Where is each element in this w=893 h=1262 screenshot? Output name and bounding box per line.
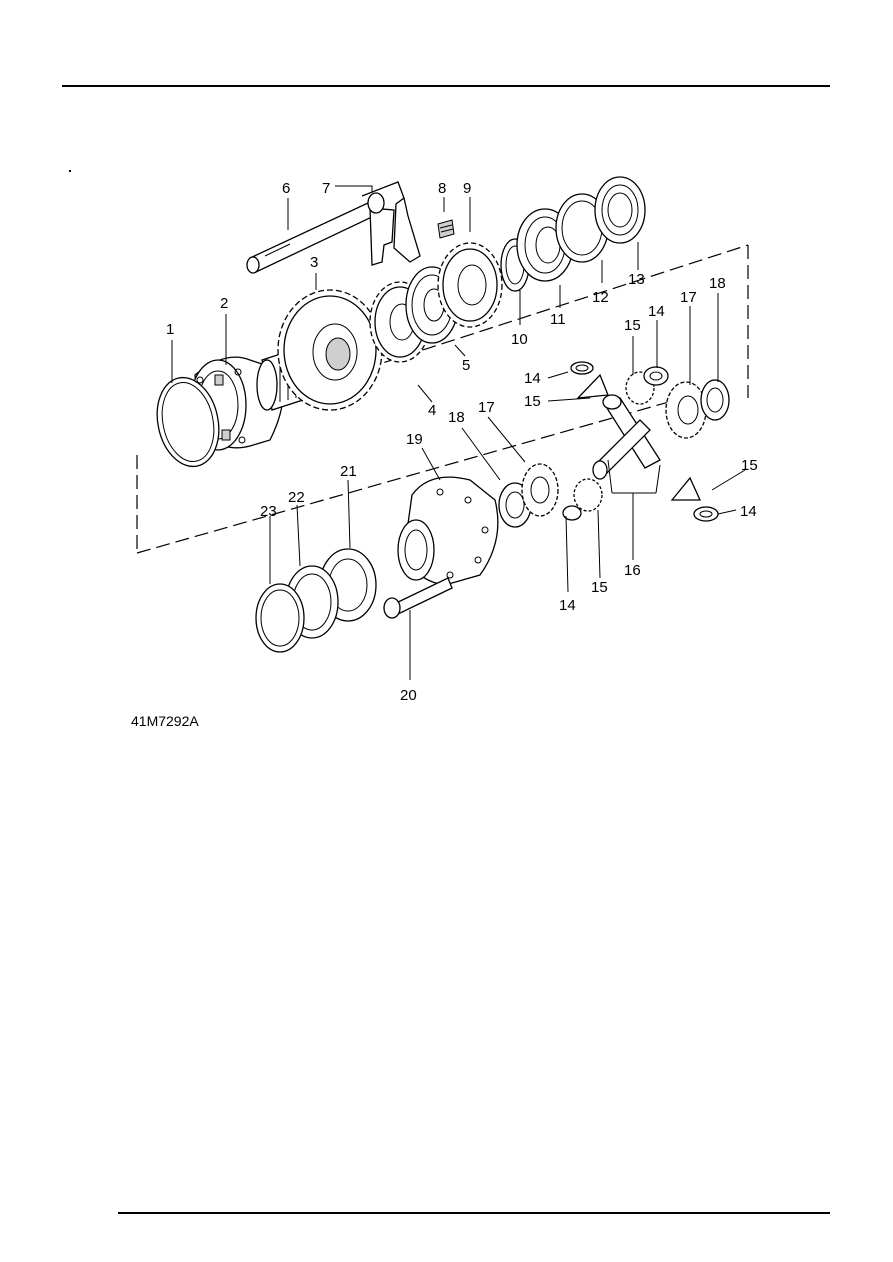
callout-15-upper-right: 15 — [624, 317, 641, 334]
callout-5: 5 — [462, 357, 470, 374]
upper-thrust-washer-18 — [700, 379, 730, 421]
shim — [255, 583, 305, 653]
callout-6: 6 — [282, 180, 290, 197]
exploded-diagram: 1 2 3 4 5 6 7 8 9 10 11 12 13 14 15 14 1… — [136, 176, 758, 704]
differential-case — [397, 476, 499, 586]
upper-pinion-15 — [576, 373, 609, 399]
callout-16: 16 — [624, 562, 641, 579]
upper-thrust-washer-14 — [570, 361, 594, 375]
upper-thrust-washer-14-right — [643, 366, 669, 386]
callout-2: 2 — [220, 295, 228, 312]
large-helical-gear — [277, 289, 383, 411]
callout-17-lower: 17 — [478, 399, 495, 416]
lower-thrust-washer-14 — [562, 505, 582, 521]
callout-21: 21 — [340, 463, 357, 480]
case-bolt — [383, 577, 453, 619]
figure-reference: 41M7292A — [131, 713, 199, 729]
callout-14-upper-left: 14 — [524, 370, 541, 387]
lower-pinion-15 — [573, 478, 603, 512]
header-rule — [62, 85, 830, 87]
detent-plug — [437, 219, 455, 239]
footer-rule — [118, 1212, 830, 1214]
callout-22: 22 — [288, 489, 305, 506]
right-pinion-15 — [670, 476, 702, 501]
callout-12: 12 — [592, 289, 609, 306]
callout-20: 20 — [400, 687, 417, 704]
callout-23: 23 — [260, 503, 277, 520]
callout-18-upper: 18 — [709, 275, 726, 292]
callout-1: 1 — [166, 321, 174, 338]
selector-fork — [361, 181, 421, 266]
oil-seal — [594, 176, 646, 244]
callouts: 1 2 3 4 5 6 7 8 9 10 11 12 13 14 15 14 1… — [166, 180, 758, 704]
lower-side-gear-17 — [521, 463, 559, 517]
callout-14-right: 14 — [740, 503, 757, 520]
cross-shafts — [592, 394, 661, 480]
callout-8: 8 — [438, 180, 446, 197]
leader-lines — [171, 185, 746, 680]
callout-15-right: 15 — [741, 457, 758, 474]
right-thrust-washer-14 — [693, 506, 719, 522]
callout-14-upper-right: 14 — [648, 303, 665, 320]
callout-10: 10 — [511, 331, 528, 348]
output-gear — [437, 242, 503, 328]
callout-9: 9 — [463, 180, 471, 197]
page-mark — [69, 170, 71, 172]
callout-7: 7 — [322, 180, 330, 197]
callout-13: 13 — [628, 271, 645, 288]
callout-4: 4 — [428, 402, 436, 419]
callout-3: 3 — [310, 254, 318, 271]
upper-side-gear-17 — [665, 381, 707, 439]
callout-15-upper-left: 15 — [524, 393, 541, 410]
callout-17-upper: 17 — [680, 289, 697, 306]
callout-18-lower: 18 — [448, 409, 465, 426]
callout-11: 11 — [550, 311, 566, 328]
callout-14-lower: 14 — [559, 597, 576, 614]
callout-19: 19 — [406, 431, 423, 448]
callout-15-lower: 15 — [591, 579, 608, 596]
circlip — [156, 376, 220, 468]
